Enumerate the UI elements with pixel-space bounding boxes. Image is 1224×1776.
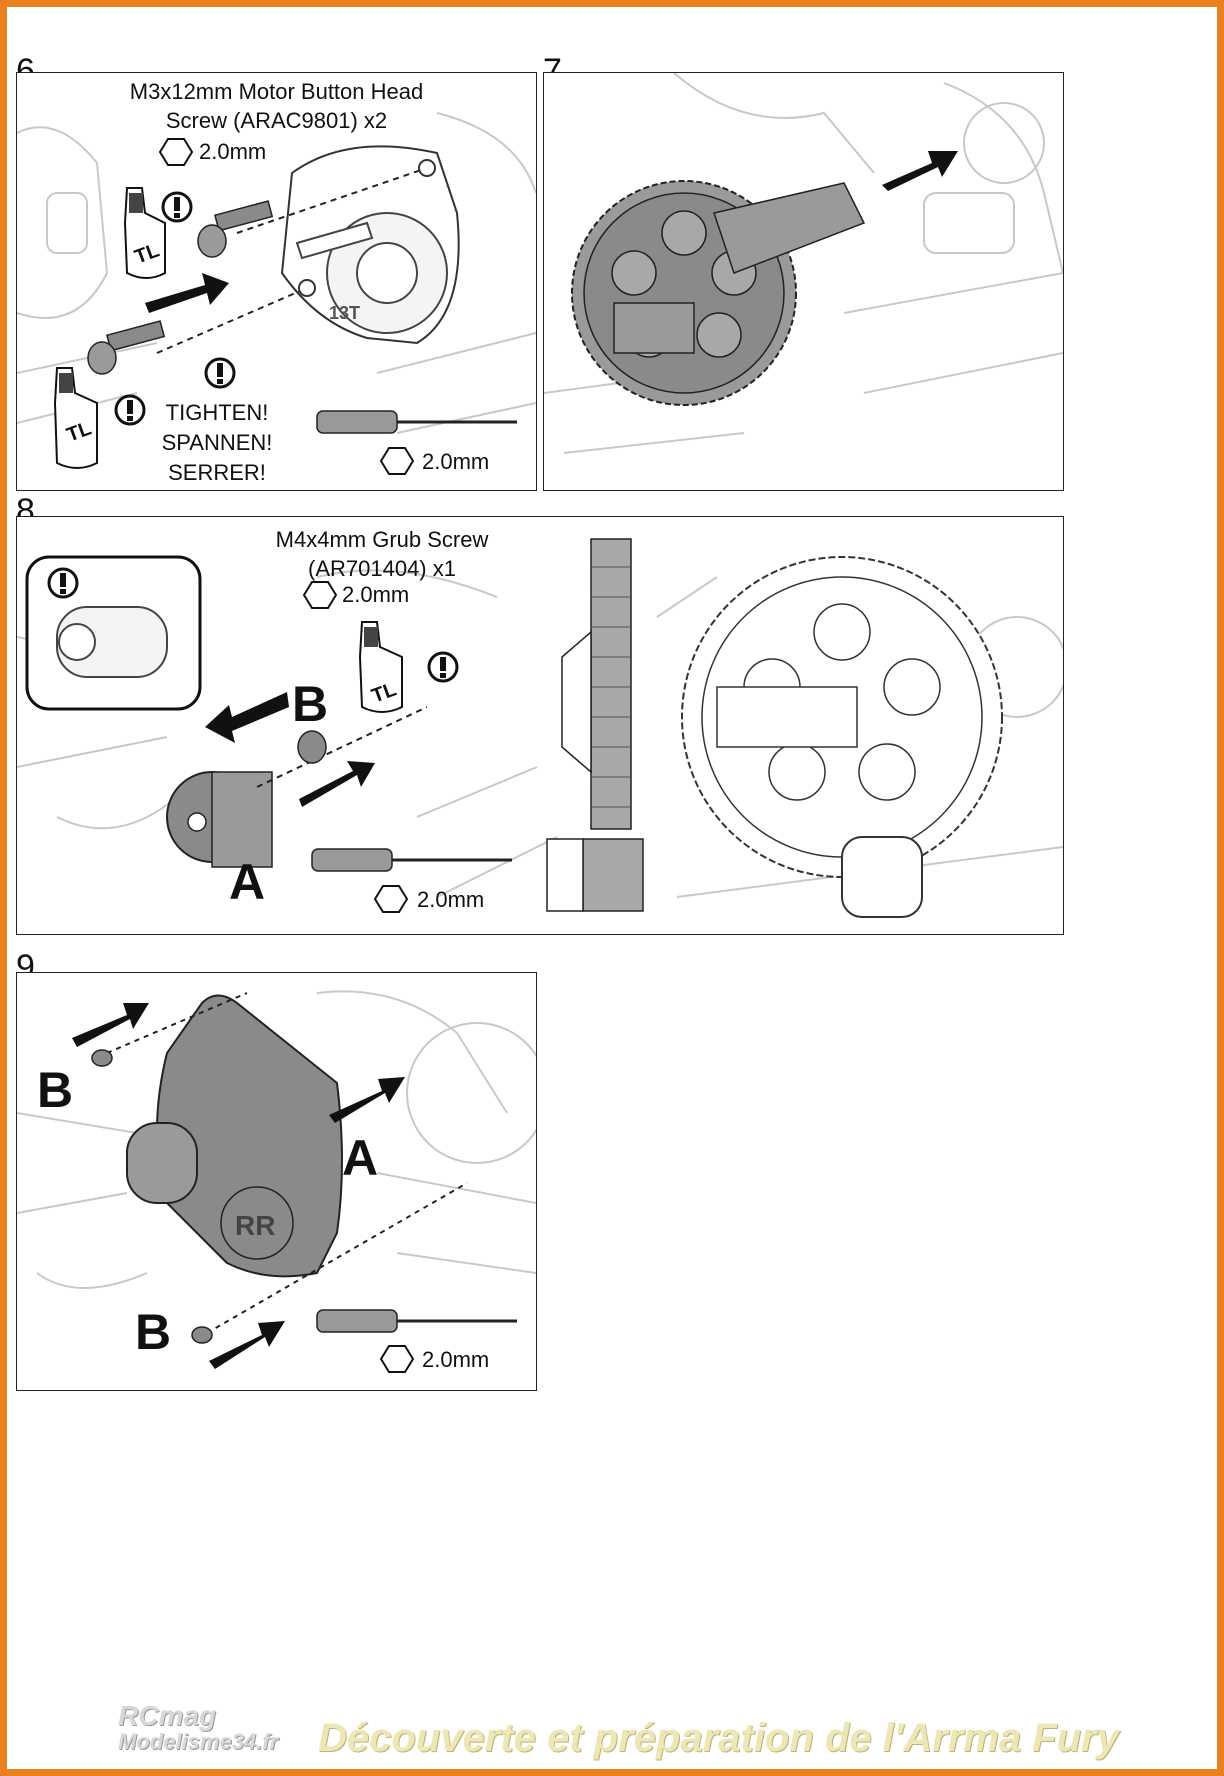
warning-icon	[161, 191, 193, 223]
footer-brand: RCmag Modelisme34.fr	[118, 1700, 279, 1755]
step-6-tool-size: 2.0mm	[422, 449, 490, 474]
warning-tighten-de: SPANNEN!	[161, 430, 273, 455]
arrow-icon	[299, 761, 375, 807]
step-8-title-line1: M4x4mm Grub Screw	[275, 527, 489, 552]
footer-title: Découverte et préparation de l'Arrma Fur…	[318, 1716, 1119, 1760]
footer-brand-line2: Modelisme34.fr	[118, 1729, 279, 1754]
step-7-panel	[543, 72, 1064, 491]
screwdriver-icon	[316, 1309, 517, 1333]
threadlock-bottle-icon	[123, 187, 166, 279]
arrow-icon	[72, 1003, 149, 1047]
screwdriver-icon	[311, 848, 512, 872]
arrow-icon	[205, 692, 289, 743]
step-9-illustration: RR	[17, 990, 536, 1373]
step-8-tool-size: 2.0mm	[417, 887, 485, 912]
screwdriver-icon	[316, 410, 517, 434]
warning-icon	[47, 567, 79, 599]
step-8-illustration	[17, 538, 1063, 918]
step-8-letter-b: B	[292, 676, 329, 732]
step-7-illustration	[544, 73, 1063, 454]
hex-icon	[302, 581, 409, 913]
warning-tighten-en: TIGHTEN!	[165, 400, 269, 425]
step-9-panel: RR B A B 2.0mm	[16, 972, 537, 1391]
step-6-illustration	[17, 112, 536, 475]
warning-icon	[114, 394, 146, 426]
step-9-tool-size: 2.0mm	[422, 1347, 490, 1372]
arrma-logo: RR	[235, 1210, 275, 1241]
threadlock-bottle-icon	[53, 367, 98, 469]
warning-icon	[427, 651, 459, 683]
step-9-letter-b-bottom: B	[135, 1304, 172, 1360]
hex-icon	[158, 138, 415, 475]
step-6-title-line2: Screw (ARAC9801) x2	[165, 108, 388, 133]
step-8-tool-size-top: 2.0mm	[342, 582, 410, 607]
step-6-panel: M3x12mm Motor Button Head Screw (ARAC980…	[16, 72, 537, 491]
arrow-icon	[209, 1321, 285, 1369]
step-6-title-line1: M3x12mm Motor Button Head	[129, 79, 424, 104]
step-6-tool-size-top: 2.0mm	[199, 139, 267, 164]
hex-icon	[379, 1345, 415, 1373]
footer-brand-line1: RCmag	[118, 1700, 217, 1731]
step-8-letter-a: A	[229, 854, 266, 910]
warning-icon	[204, 357, 236, 389]
step-9-letter-b-top: B	[37, 1062, 74, 1118]
warning-tighten-fr: SERRER!	[168, 460, 266, 485]
arrow-icon	[145, 273, 229, 313]
arrow-icon	[329, 1077, 405, 1123]
step-8-panel: M4x4mm Grub Screw (AR701404) x1 2.0mm TL…	[16, 516, 1064, 935]
step-9-letter-a: A	[342, 1130, 379, 1186]
threadlock-bottle-icon	[358, 621, 403, 713]
step-8-title-line2: (AR701404) x1	[308, 556, 456, 581]
screw-icon	[197, 200, 274, 258]
arrow-icon	[882, 151, 958, 191]
gear-label: 13T	[329, 303, 361, 323]
